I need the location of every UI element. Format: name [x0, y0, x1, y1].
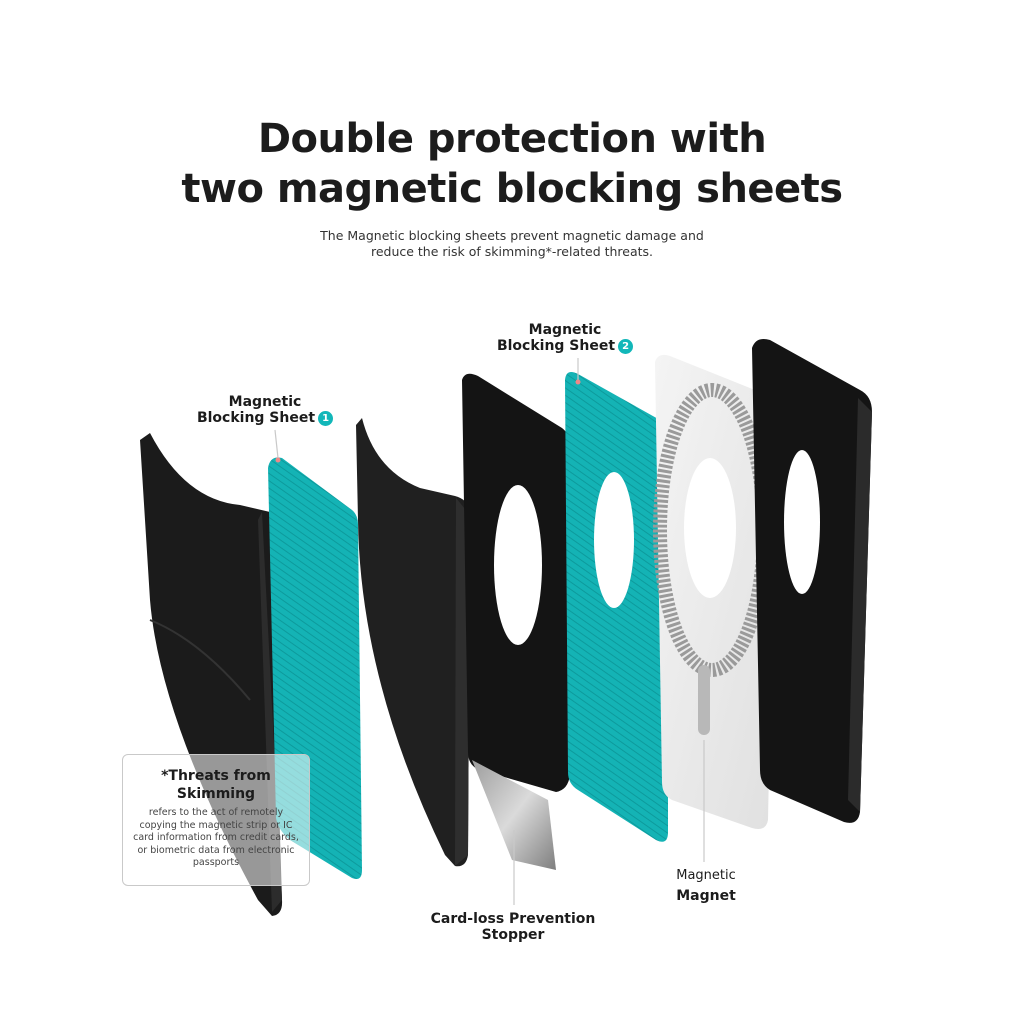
marker-dot-2	[575, 379, 581, 385]
label-magnet-line2: Magnet	[676, 888, 736, 904]
title-line-2: two magnetic blocking sheets	[181, 166, 843, 212]
label-stopper: Card-loss Prevention Stopper	[410, 911, 616, 943]
page-subtitle: The Magnetic blocking sheets prevent mag…	[0, 228, 1024, 260]
black-slot-layer	[462, 373, 570, 870]
back-shell-layer	[752, 339, 872, 823]
marker-dot-1	[275, 457, 281, 463]
note-body: refers to the act of remotely copying th…	[133, 807, 299, 868]
label-stopper-line1: Card-loss Prevention	[430, 911, 596, 927]
title-line-1: Double protection with	[257, 116, 767, 162]
badge-two-icon: 2	[618, 339, 634, 354]
note-title-line2: Skimming	[176, 786, 256, 802]
label-sheet-2-line1: Magnetic	[528, 322, 602, 338]
inner-pocket-layer	[356, 418, 470, 867]
leader-lines	[274, 358, 705, 905]
label-sheet-2-line2: Blocking Sheet	[496, 338, 616, 354]
subtitle-line-2: reduce the risk of skimming*-related thr…	[370, 244, 654, 259]
label-stopper-line2: Stopper	[481, 927, 545, 943]
subtitle-line-1: The Magnetic blocking sheets prevent mag…	[320, 228, 704, 243]
label-sheet-1-line1: Magnetic	[228, 394, 302, 410]
page-title: Double protection with two magnetic bloc…	[0, 114, 1024, 214]
blocking-sheet-2	[565, 372, 668, 842]
note-title-line1: *Threats from	[161, 768, 271, 784]
badge-one-icon: 1	[318, 411, 334, 426]
skimming-note-box: *Threats from Skimming refers to the act…	[122, 754, 310, 886]
label-sheet-1-line2: Blocking Sheet	[196, 410, 316, 426]
label-magnet: Magnetic Magnet	[650, 866, 762, 906]
label-magnet-line1: Magnetic	[676, 868, 736, 883]
stopper-plate	[472, 760, 556, 870]
